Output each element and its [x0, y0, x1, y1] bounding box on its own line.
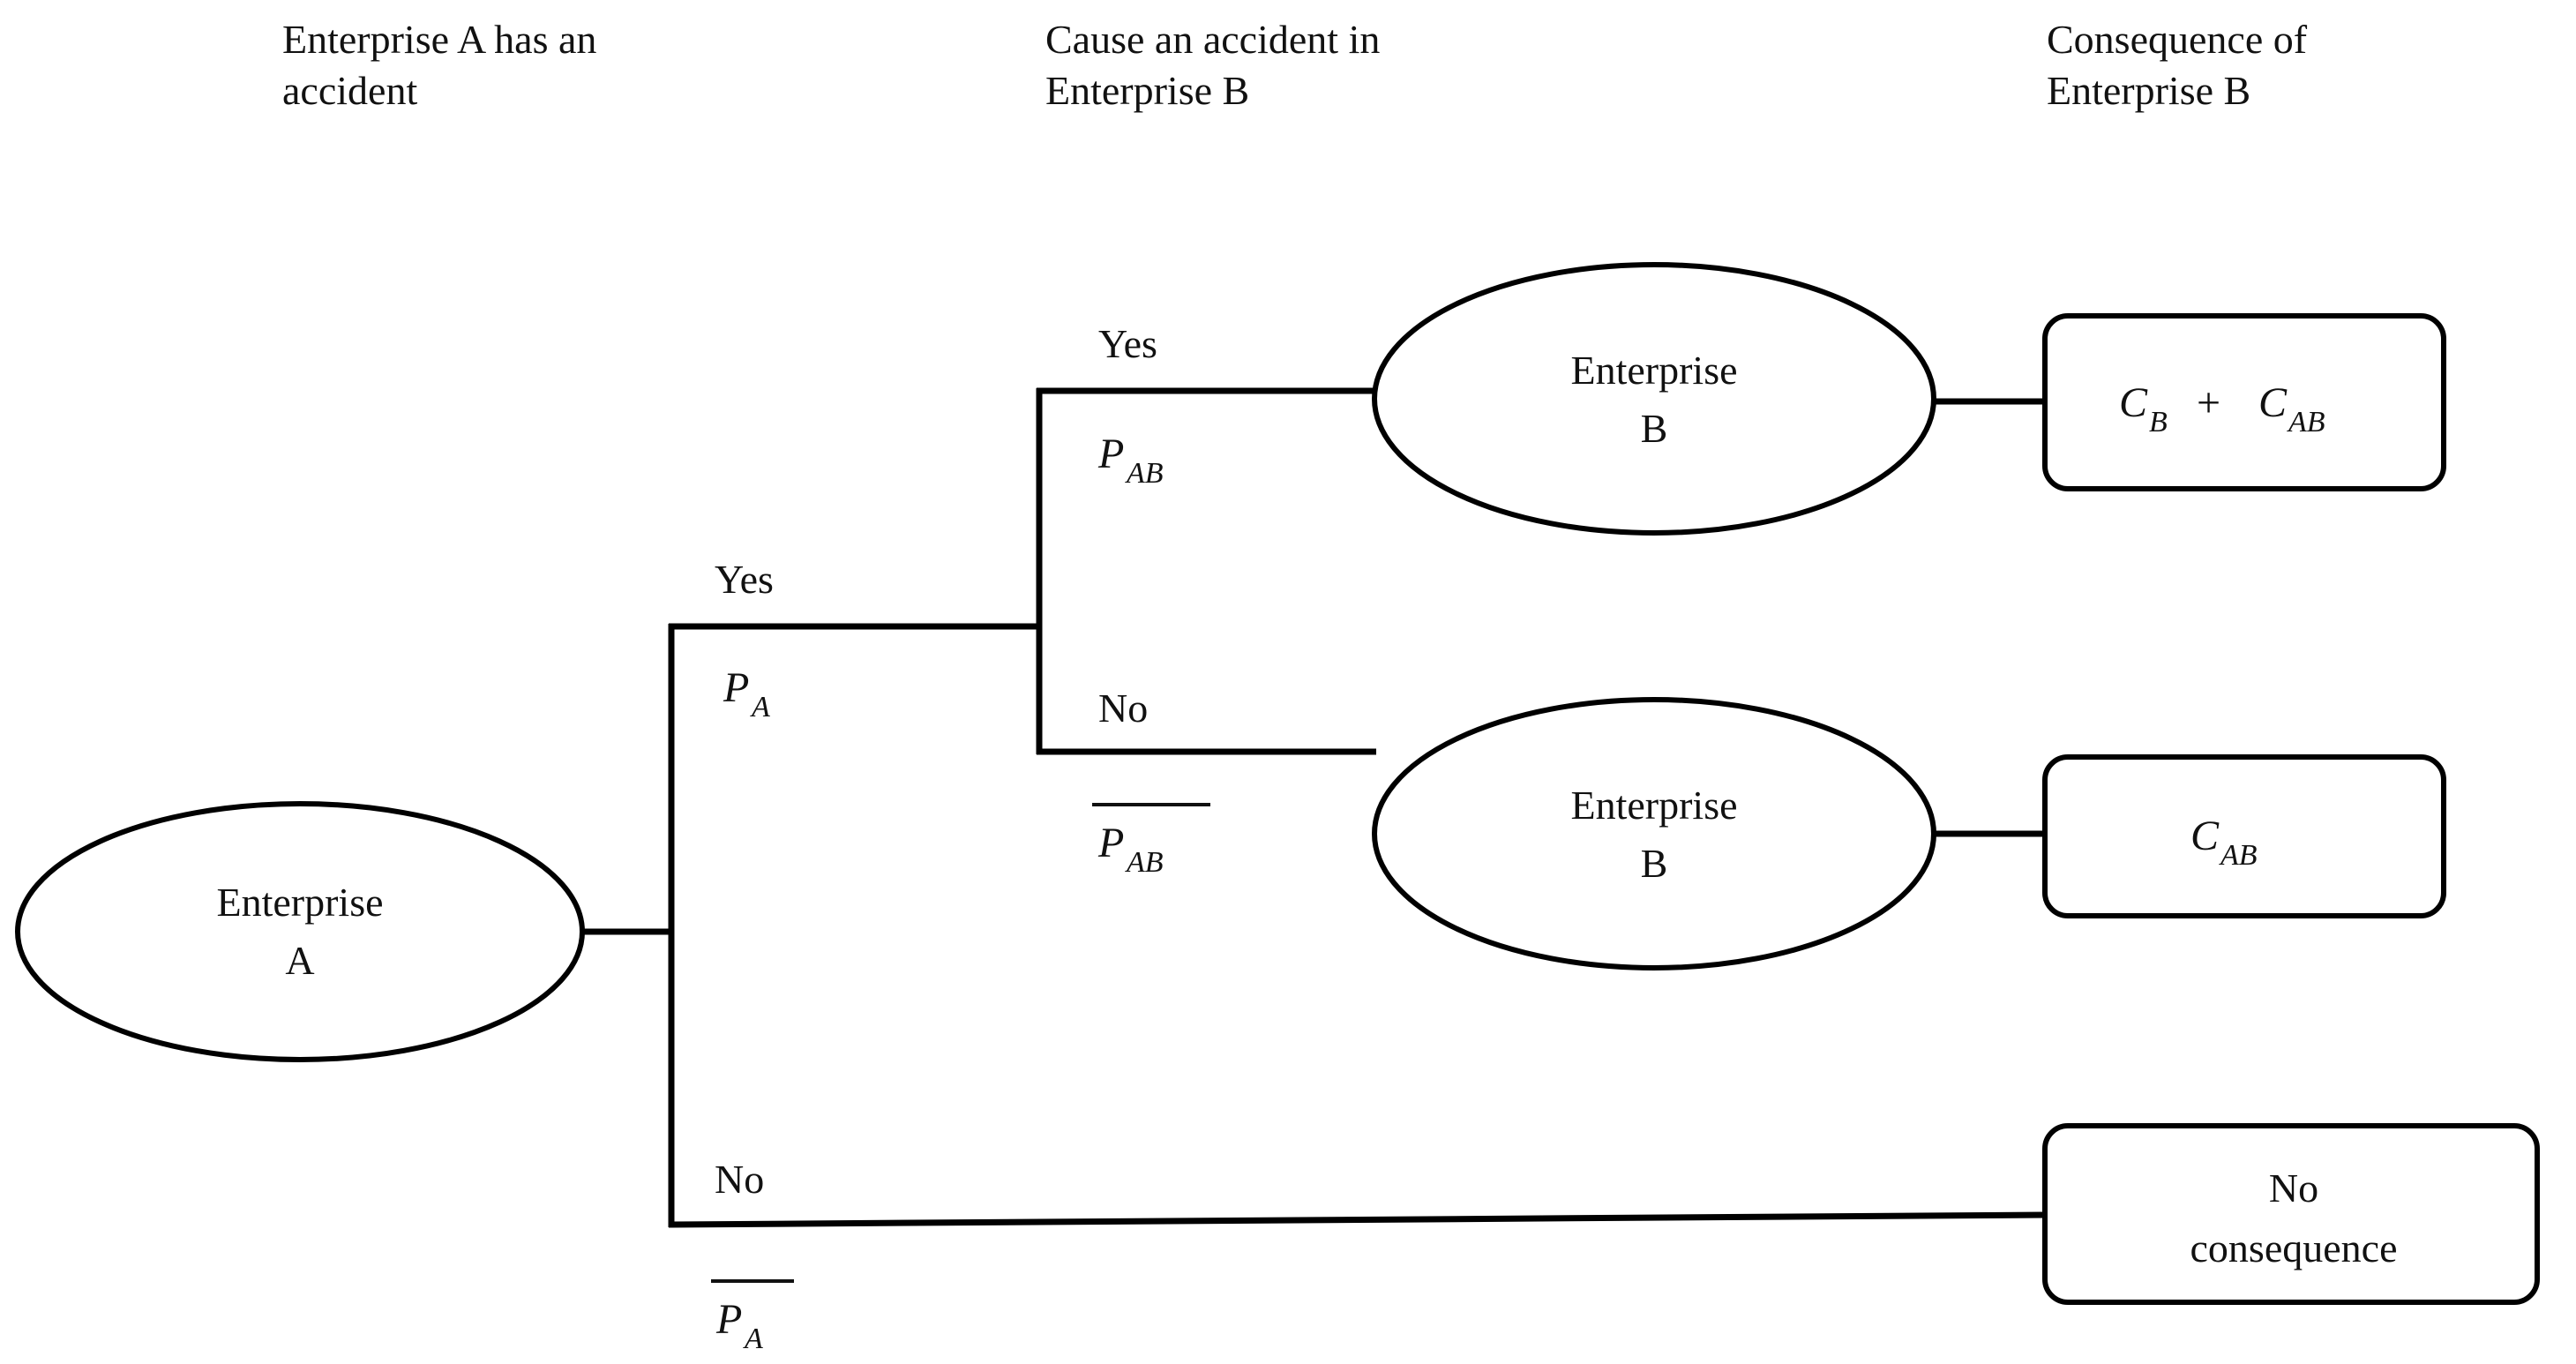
outcome-box-cb-plus-cab[interactable]: C B + C AB — [2042, 313, 2446, 491]
branch-level1-no-symbol: P — [715, 1296, 742, 1343]
column-header-2-line1: Cause an accident in — [1045, 17, 1380, 62]
formula-operator-plus: + — [2197, 379, 2220, 426]
node-enterprise-b-yes[interactable]: Enterprise B — [1372, 262, 1936, 536]
outcome-box-cab[interactable]: C AB — [2042, 754, 2446, 918]
branch-label-level1-no: No P A — [711, 1157, 794, 1355]
enterprise-a-ellipse-shape[interactable] — [15, 801, 585, 1062]
formula-term-2-subscript: AB — [2287, 406, 2325, 438]
column-header-3: Consequence of Enterprise B — [2047, 17, 2308, 113]
branch-level1-yes-word: Yes — [715, 557, 774, 602]
formula-term-2-symbol: C — [2258, 379, 2288, 426]
node-enterprise-b-no[interactable]: Enterprise B — [1372, 697, 1936, 971]
connector-level1-no-branch — [668, 1211, 2046, 1228]
outcome-no-consequence-line1: No — [2269, 1165, 2318, 1210]
outcome-box-cb-plus-cab-formula: C B + C AB — [2119, 379, 2325, 438]
tree-connectors — [582, 387, 2046, 1228]
branch-level2-yes-probability: P AB — [1097, 431, 1164, 490]
outcome-no-consequence-line2: consequence — [2190, 1225, 2398, 1270]
column-header-2-line2: Enterprise B — [1045, 68, 1249, 113]
enterprise-a-label-line2: A — [285, 938, 314, 983]
branch-level1-yes-probability: P A — [723, 664, 770, 723]
enterprise-a-label-line1: Enterprise — [216, 880, 383, 925]
column-header-1-line1: Enterprise A has an — [282, 17, 596, 62]
outcome-box-cab-formula: C AB — [2190, 813, 2258, 872]
branch-level2-yes-word: Yes — [1098, 321, 1157, 366]
column-header-1-line2: accident — [282, 68, 417, 113]
branch-level2-yes-subscript: AB — [1125, 457, 1164, 490]
column-header-1: Enterprise A has an accident — [282, 17, 596, 113]
column-headers: Enterprise A has an accident Cause an ac… — [282, 17, 2308, 113]
branch-level1-no-word: No — [715, 1157, 764, 1202]
branch-level2-yes-symbol: P — [1097, 431, 1124, 477]
enterprise-b-no-label-line1: Enterprise — [1570, 783, 1737, 828]
outcome-box-no-consequence-shape[interactable] — [2042, 1123, 2540, 1305]
branch-level1-no-probability: P A — [711, 1279, 794, 1355]
branch-level2-no-subscript: AB — [1125, 846, 1164, 879]
branch-level1-no-subscript: A — [743, 1323, 763, 1355]
outcome-box-no-consequence[interactable]: No consequence — [2042, 1123, 2540, 1305]
branch-level2-no-probability: P AB — [1092, 803, 1210, 879]
branch-label-level2-yes: Yes P AB — [1097, 321, 1164, 490]
column-header-3-line1: Consequence of — [2047, 17, 2308, 62]
column-header-3-line2: Enterprise B — [2047, 68, 2250, 113]
branch-label-level2-no: No P AB — [1092, 686, 1210, 879]
formula-cab-symbol: C — [2190, 813, 2220, 859]
branch-level2-no-symbol: P — [1097, 820, 1124, 866]
outcome-box-cb-plus-cab-shape[interactable] — [2042, 313, 2446, 491]
outcome-box-cab-shape[interactable] — [2042, 754, 2446, 918]
enterprise-b-yes-label-line1: Enterprise — [1570, 348, 1737, 393]
formula-cab-subscript: AB — [2219, 839, 2258, 872]
branch-level1-yes-symbol: P — [723, 664, 749, 711]
formula-term-1-symbol: C — [2119, 379, 2148, 426]
branch-level2-no-word: No — [1098, 686, 1148, 731]
enterprise-b-no-label-line2: B — [1641, 841, 1668, 886]
enterprise-b-yes-ellipse-shape[interactable] — [1372, 262, 1936, 536]
branch-level1-yes-subscript: A — [750, 691, 770, 723]
branch-label-level1-yes: Yes P A — [715, 557, 774, 723]
formula-term-1-subscript: B — [2149, 406, 2168, 438]
enterprise-b-yes-label-line2: B — [1641, 406, 1668, 451]
column-header-2: Cause an accident in Enterprise B — [1045, 17, 1380, 113]
node-enterprise-a[interactable]: Enterprise A — [15, 801, 585, 1062]
enterprise-b-no-ellipse-shape[interactable] — [1372, 697, 1936, 971]
